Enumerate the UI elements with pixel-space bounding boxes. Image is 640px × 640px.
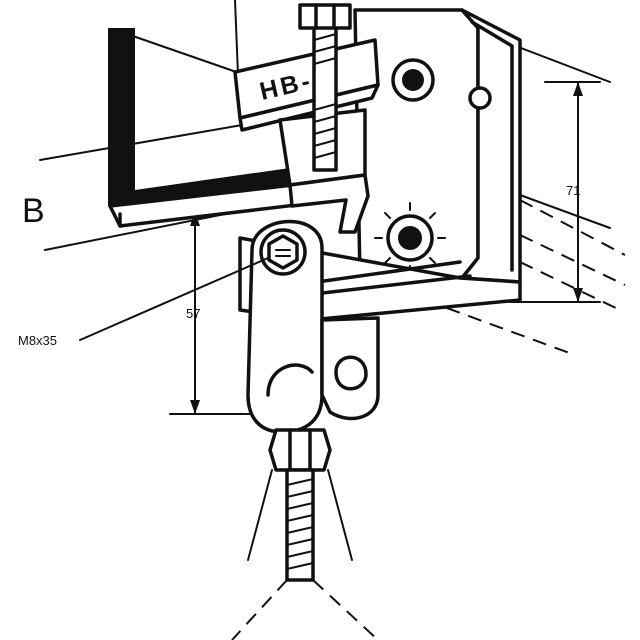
lock-washer-teeth [374, 202, 446, 274]
lock-nut [298, 3, 352, 30]
section-label: B [22, 192, 45, 230]
dimension-71-label: 71 [566, 183, 580, 198]
set-screw [298, 3, 352, 172]
dimension-71: 71 [509, 81, 601, 303]
threaded-rod [231, 428, 379, 640]
swivel-hanger [246, 219, 380, 434]
rivet-side [468, 86, 492, 110]
bolt-callout: M8x35 [18, 257, 269, 348]
bolt-callout-label: M8x35 [18, 333, 57, 348]
clamp-body [353, 8, 522, 284]
dimension-57-label: 57 [186, 306, 200, 321]
